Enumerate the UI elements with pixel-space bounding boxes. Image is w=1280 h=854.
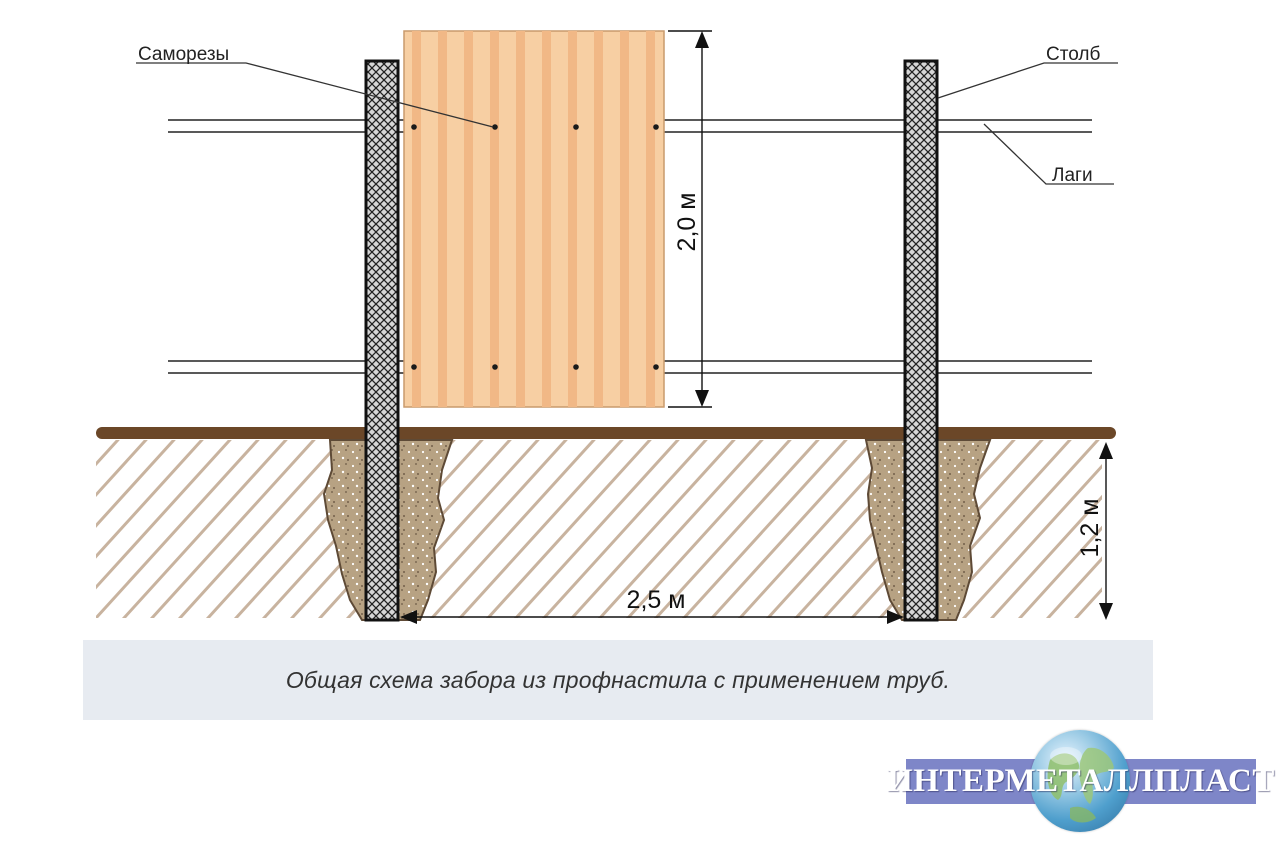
globe-icon [1030, 730, 1130, 832]
hatch-line [1196, 420, 1280, 640]
hatch-line [96, 440, 260, 618]
sheet-rib [646, 31, 655, 407]
screw [653, 364, 659, 370]
height-arrow-top [695, 31, 709, 48]
post-callout-line [937, 62, 1118, 99]
left-post [364, 59, 400, 622]
hatch-line [541, 440, 708, 618]
hatch-line [513, 440, 680, 618]
hatch-line [1101, 617, 1102, 618]
hatch-line [485, 440, 652, 618]
hatch-line [1073, 587, 1102, 618]
hatch-line [0, 420, 108, 640]
hatch-line [989, 494, 1102, 618]
logo-text: ИНТЕРМЕТАЛЛПЛАСТ [887, 763, 1275, 799]
height-dimension-label: 2,0 м [673, 193, 701, 252]
diagram-caption: Общая схема забора из профнастила с прим… [285, 666, 951, 693]
hatch-line [1045, 556, 1102, 618]
span-arrow-right [887, 610, 904, 624]
intermetallplast-logo: ИНТЕРМЕТАЛЛПЛАСТ [887, 728, 1275, 838]
screw [411, 364, 417, 370]
hatch-line [681, 440, 848, 618]
screw [573, 124, 579, 130]
corrugated-sheet [403, 30, 665, 408]
hatch-line [0, 420, 80, 640]
span-dimension-label: 2,5 м [627, 586, 686, 614]
screws [411, 124, 659, 370]
screw [492, 124, 498, 130]
ground-line [96, 427, 1116, 439]
screws-label: Саморезы [138, 44, 229, 65]
hatch-line [96, 440, 204, 559]
post-label: Столб [1046, 44, 1100, 65]
sheet-rib [438, 31, 447, 407]
hatch-line [1168, 420, 1280, 640]
screw [492, 364, 498, 370]
sheet-rib [568, 31, 577, 407]
sheet-rib [464, 31, 473, 407]
hatch-line [96, 440, 148, 498]
hatch-line [569, 440, 736, 618]
screw [653, 124, 659, 130]
hatch-line [1112, 420, 1280, 640]
depth-arrow-top [1099, 442, 1113, 459]
hatch-line [96, 440, 232, 590]
right-post [903, 59, 939, 622]
hatch-line [149, 440, 316, 618]
hatch-line [457, 440, 624, 618]
rails-callout-line [983, 123, 1114, 185]
hatch-line [653, 440, 820, 618]
sheet-rib [542, 31, 551, 407]
screws-callout-line [136, 62, 494, 128]
hatch-line [597, 440, 764, 618]
hatch-line [1140, 420, 1280, 640]
sheet-rib [516, 31, 525, 407]
height-dimension [668, 30, 712, 408]
hatch-line [1017, 525, 1102, 618]
hatch-line [177, 440, 344, 618]
height-arrow-bottom [695, 390, 709, 407]
caption-bar: Общая схема забора из профнастила с прим… [83, 640, 1153, 720]
sheet-rib [412, 31, 421, 407]
hatch-line [709, 440, 876, 618]
depth-arrow-bottom [1099, 603, 1113, 620]
hatch-line [96, 440, 176, 528]
span-arrow-left [400, 610, 417, 624]
depth-dimension-label: 1,2 м [1076, 499, 1104, 558]
hatch-line [121, 440, 288, 618]
hatch-line [429, 440, 596, 618]
hatch-line [625, 440, 792, 618]
hatch-line [961, 463, 1102, 618]
sheet-rib [620, 31, 629, 407]
screw [411, 124, 417, 130]
rails-label: Лаги [1052, 165, 1093, 186]
screw [573, 364, 579, 370]
sheet-rib [490, 31, 499, 407]
sheet-rib [594, 31, 603, 407]
hatch-line [96, 440, 120, 467]
fence-diagram: Саморезы Столб Лаги 2,0 м 1,2 м 2,5 м [0, 30, 1280, 640]
